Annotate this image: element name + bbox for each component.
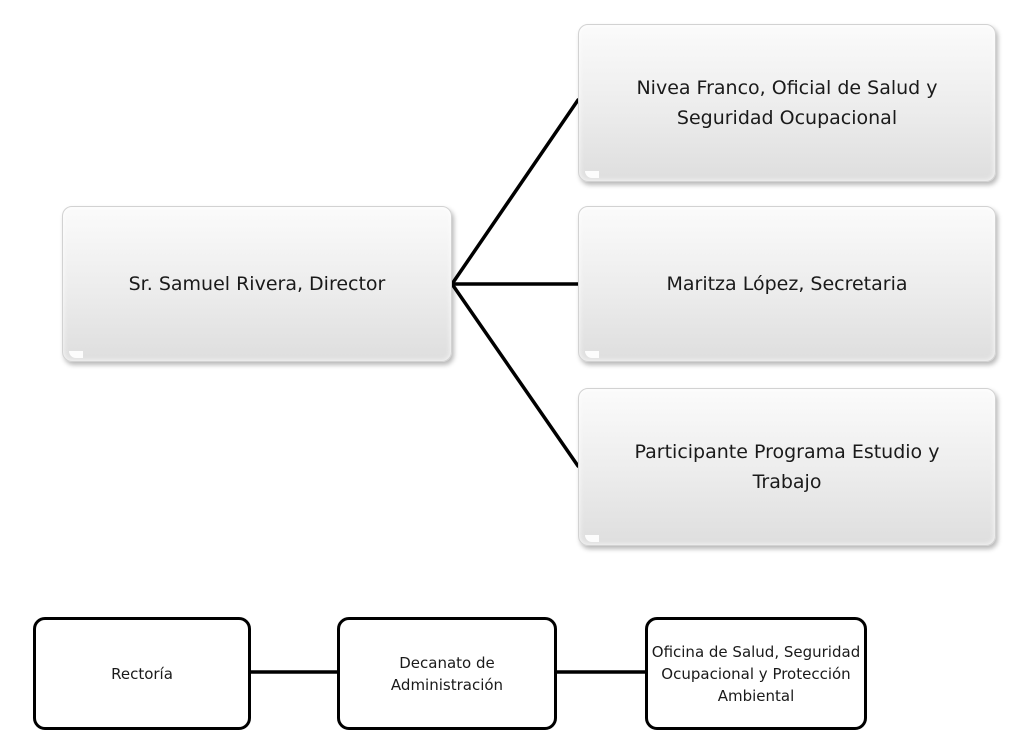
connector-director-to-staff-1 bbox=[450, 98, 580, 286]
hierarchy-label-rectoria: Rectoría bbox=[111, 664, 173, 683]
staff-label-health-officer: Nivea Franco, Oficial de Salud y Segurid… bbox=[636, 77, 938, 129]
hierarchy-box-oficina: Oficina de Salud, Seguridad Ocupacional … bbox=[645, 617, 867, 730]
hierarchy-box-decanato: Decanato de Administración bbox=[337, 617, 557, 730]
staff-box-health-officer: Nivea Franco, Oficial de Salud y Segurid… bbox=[578, 24, 996, 182]
connector-director-to-staff-3 bbox=[450, 282, 580, 468]
staff-box-work-study: Participante Programa Estudio y Trabajo bbox=[578, 388, 996, 546]
hierarchy-box-rectoria: Rectoría bbox=[33, 617, 251, 730]
director-box: Sr. Samuel Rivera, Director bbox=[62, 206, 452, 362]
hierarchy-label-oficina: Oficina de Salud, Seguridad Ocupacional … bbox=[651, 642, 861, 705]
staff-label-work-study: Participante Programa Estudio y Trabajo bbox=[634, 441, 940, 493]
director-label: Sr. Samuel Rivera, Director bbox=[128, 273, 386, 295]
staff-box-secretary: Maritza López, Secretaria bbox=[578, 206, 996, 362]
staff-label-secretary: Maritza López, Secretaria bbox=[666, 273, 908, 295]
hierarchy-label-decanato: Decanato de Administración bbox=[390, 653, 504, 694]
